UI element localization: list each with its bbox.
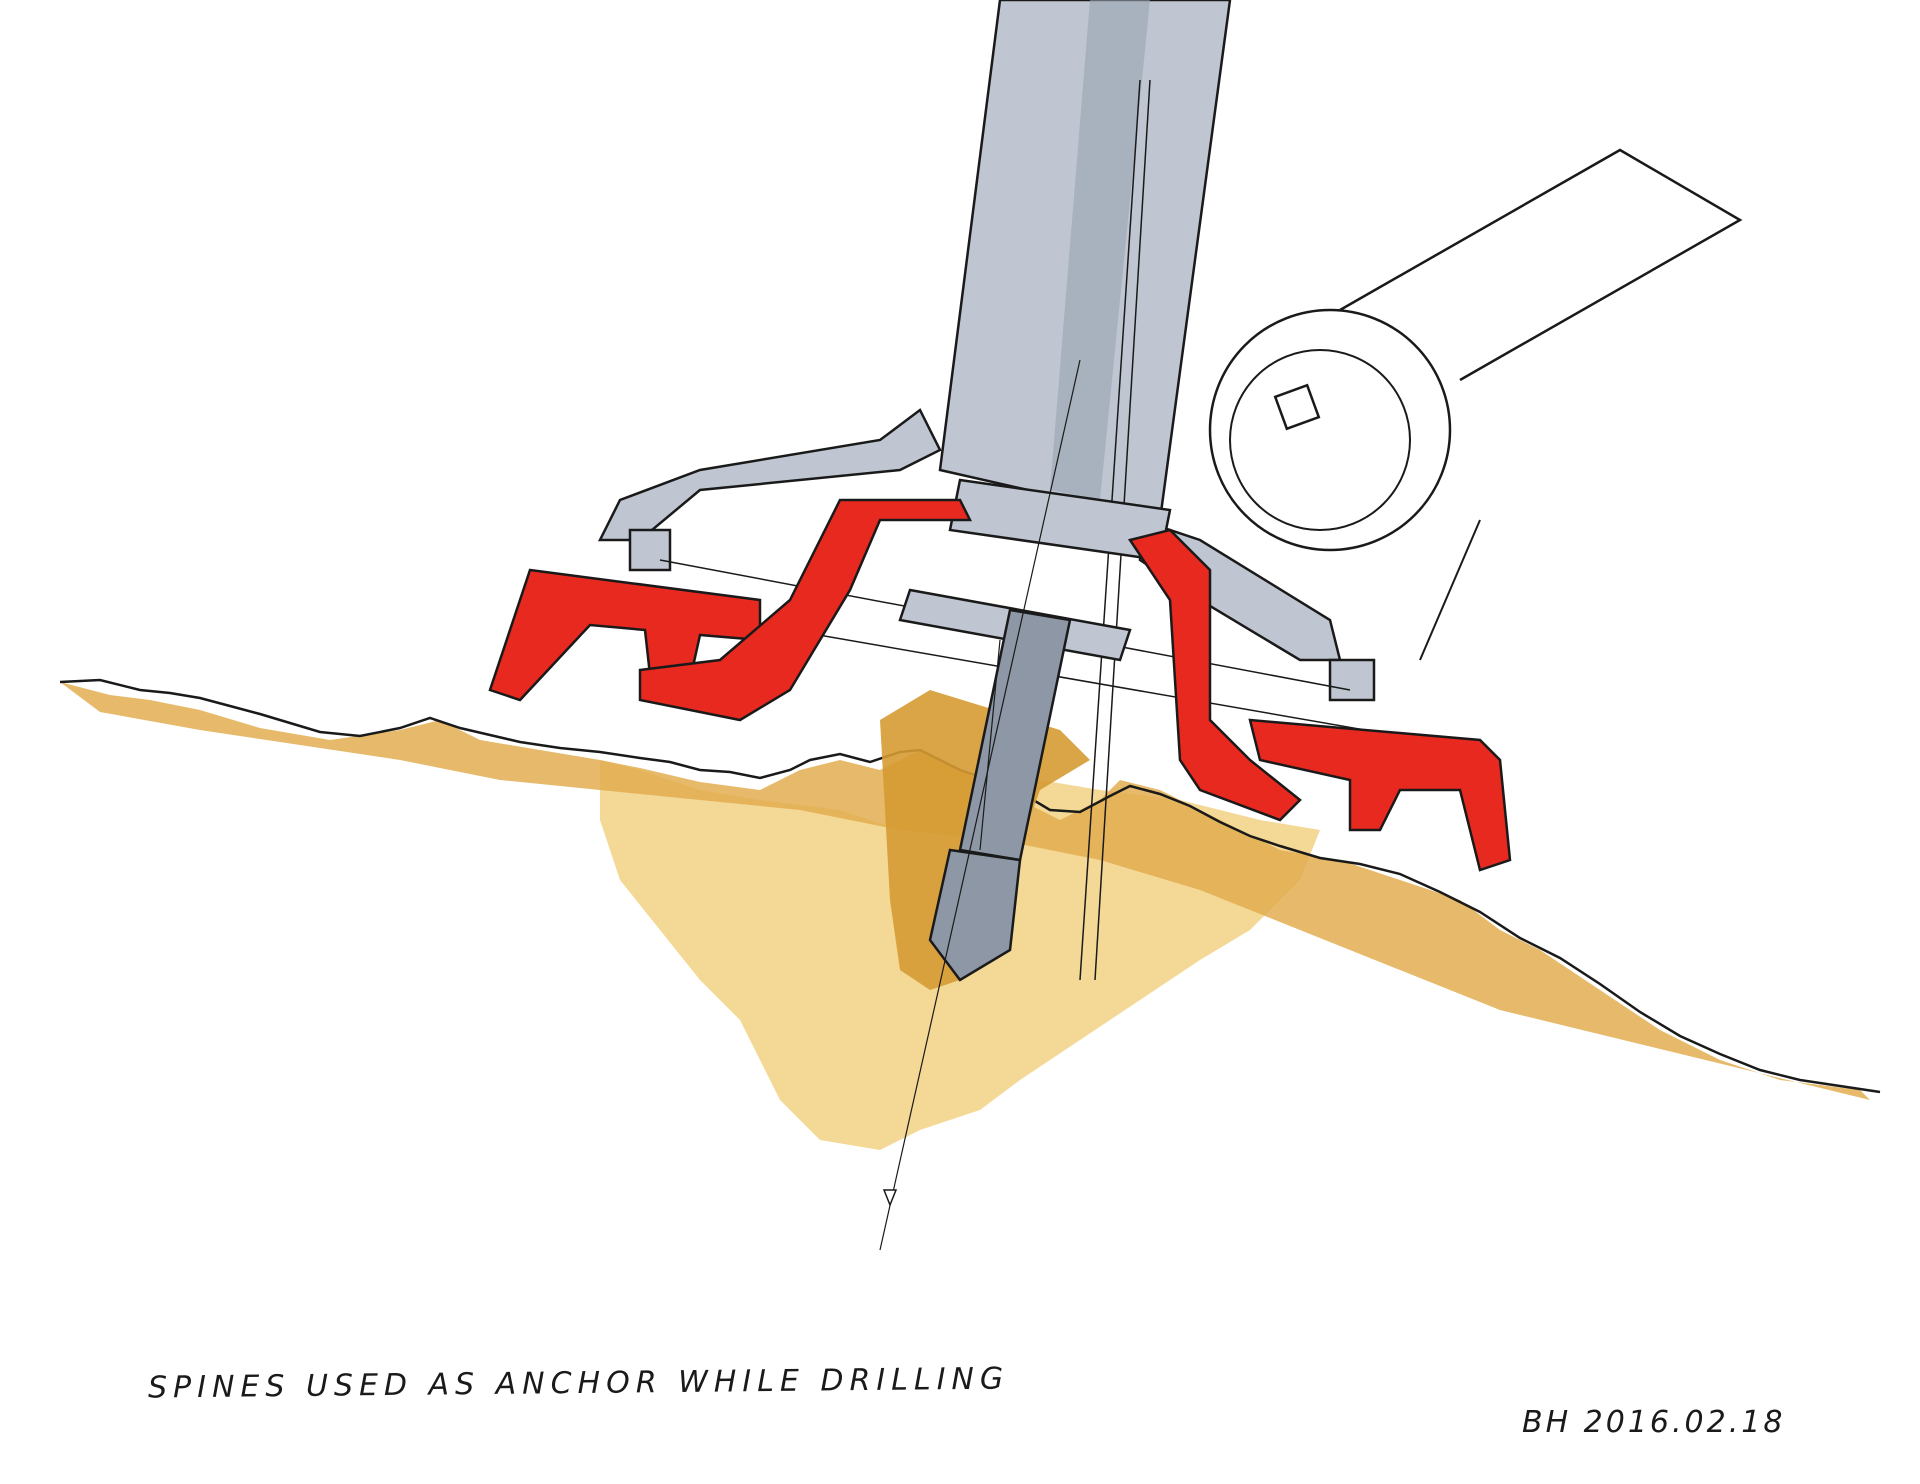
red-spines-right bbox=[1127, 528, 1512, 872]
drill-bit bbox=[928, 608, 1072, 982]
red-spines-left bbox=[488, 498, 973, 722]
center-axis-line bbox=[879, 359, 1081, 1251]
drill-column bbox=[938, 0, 1232, 981]
arm-pulley-assembly bbox=[1208, 148, 1743, 661]
author-date-signature: BH 2016.02.18 bbox=[1522, 1405, 1786, 1440]
